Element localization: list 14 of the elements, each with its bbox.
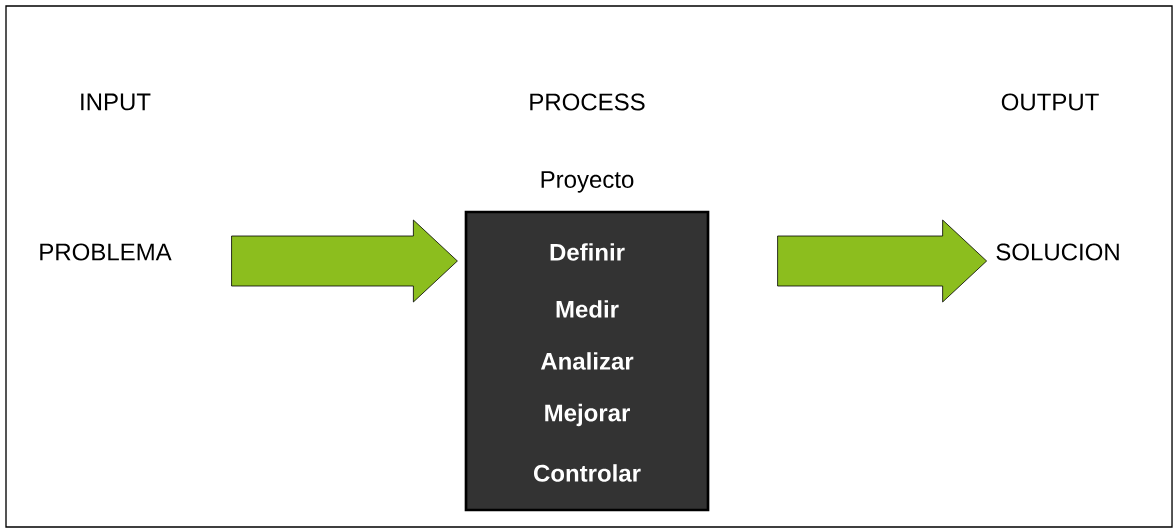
- node-label: Definir: [550, 243, 625, 261]
- node-label: Analizar: [540, 352, 634, 370]
- node-label: Medir: [556, 300, 619, 318]
- text-label: PROBLEMA: [40, 243, 172, 261]
- arrow: [231, 219, 458, 303]
- node-label: Mejorar: [545, 403, 630, 427]
- box-heading: Proyecto: [541, 171, 634, 193]
- arrow: [777, 219, 988, 303]
- column-heading: OUTPUT: [1001, 93, 1099, 111]
- text-label: SOLUCION: [996, 243, 1119, 261]
- column-heading: INPUT: [81, 93, 151, 111]
- column-heading: PROCESS: [530, 93, 645, 111]
- node-label: Controlar: [533, 464, 641, 482]
- process-box: Definir Medir Analizar Mejorar Controlar: [464, 210, 710, 512]
